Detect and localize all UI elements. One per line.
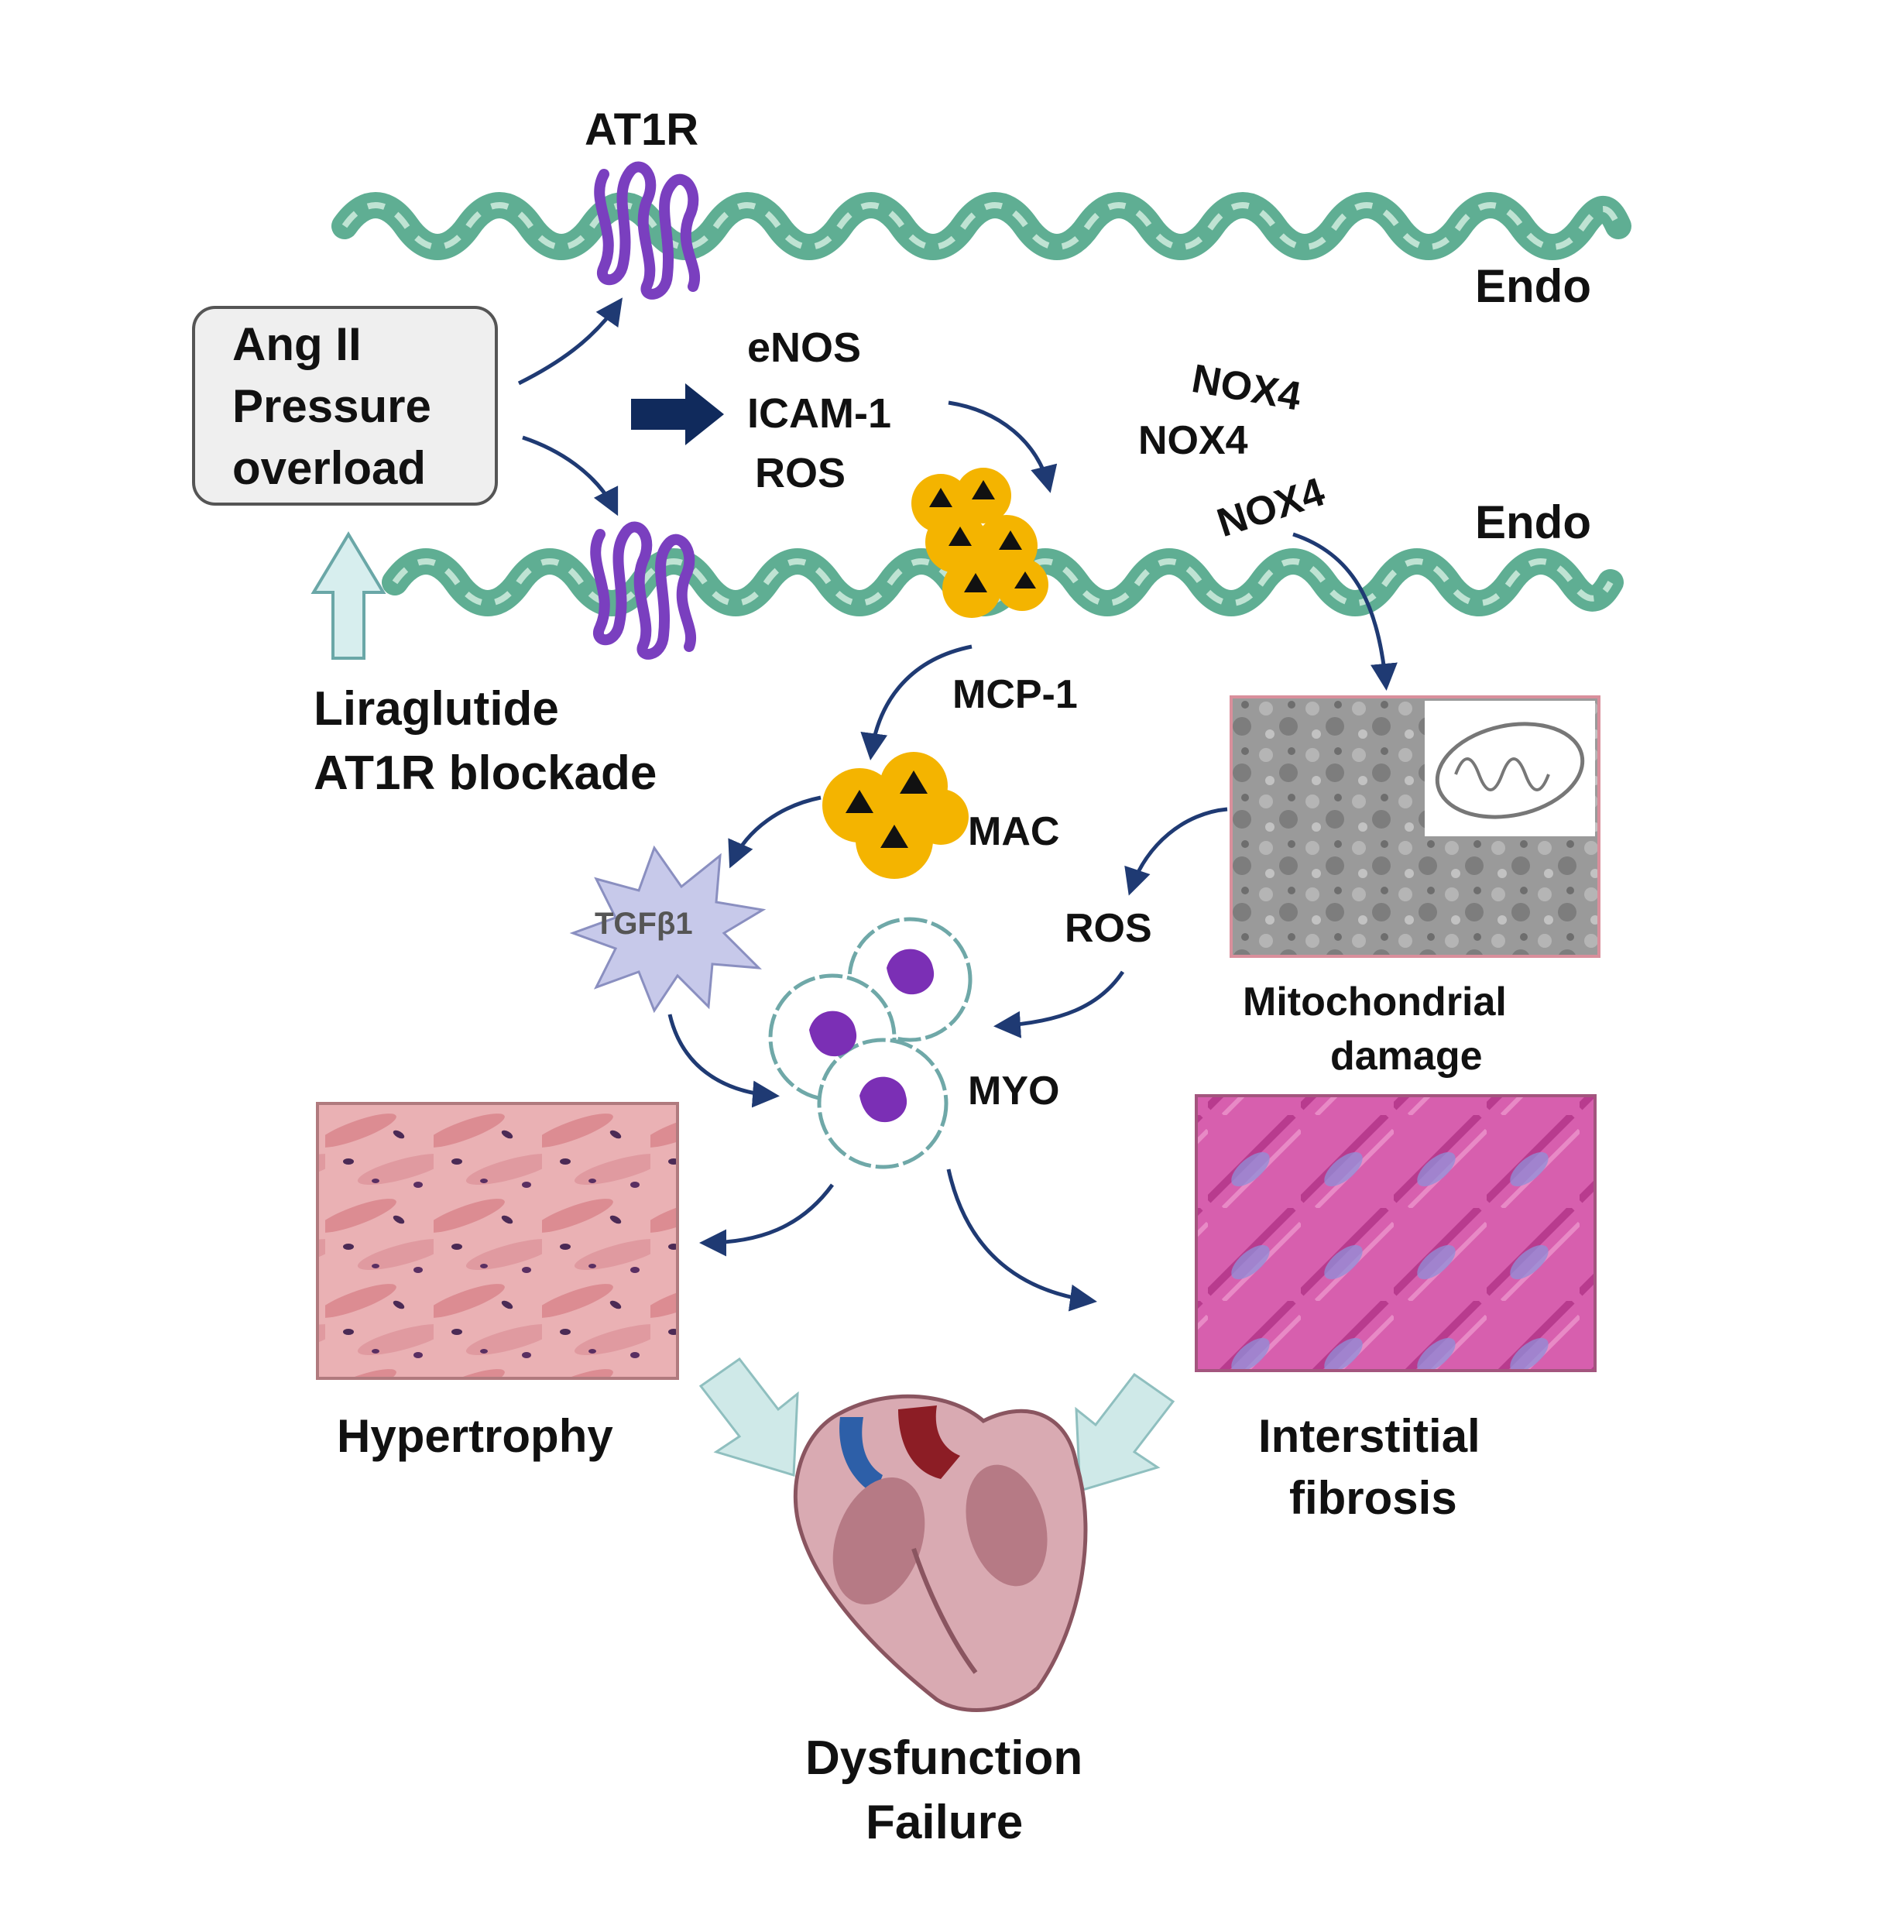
arrow-nox4-to-mitochondria — [1292, 532, 1398, 691]
arrow-fibrosis-to-heart — [1075, 1372, 1175, 1492]
arrow-hypertrophy-to-heart — [698, 1357, 799, 1477]
macrophage-cluster-endo — [911, 468, 1048, 618]
at1r-receptor-top — [594, 161, 700, 300]
stimulus-line-2: Pressure — [232, 380, 431, 432]
nox4-label-b: NOX4 — [1138, 418, 1248, 463]
at1r-receptor-middle — [590, 521, 696, 660]
block-arrow-stimulus — [631, 383, 724, 445]
endo-label-middle: Endo — [1475, 496, 1591, 548]
stimulus-box — [192, 306, 498, 506]
arrow-tgfb1-to-myo — [667, 1014, 780, 1108]
heart-illustration — [793, 1394, 1088, 1712]
myo-label: MYO — [968, 1069, 1060, 1114]
hypertrophy-label: Hypertrophy — [337, 1410, 613, 1462]
fibrosis-histology — [1195, 1094, 1597, 1372]
hypertrophy-histology — [316, 1102, 679, 1380]
macrophage-cluster — [822, 752, 969, 879]
arrow-ros-to-myo — [993, 970, 1125, 1038]
ros-label-top: ROS — [755, 450, 846, 496]
endothelium-membrane-top — [331, 192, 1631, 260]
stimulus-line-1: Ang II — [232, 318, 362, 370]
stimulus-line-3: overload — [232, 442, 427, 494]
at1r-label: AT1R — [585, 105, 699, 155]
tgfb1-burst — [569, 845, 767, 1014]
mitochondrial-damage-line-1: Mitochondrial — [1243, 980, 1507, 1024]
arrow-stimulus-to-at1r-top — [517, 297, 623, 386]
fibrosis-line-2: fibrosis — [1289, 1472, 1457, 1524]
arrow-endo-to-mac — [860, 644, 973, 760]
endo-label-top: Endo — [1475, 260, 1591, 312]
outcome-line-2: Failure — [866, 1796, 1024, 1849]
ros-label-middle: ROS — [1065, 906, 1152, 951]
arrow-myo-to-fibrosis — [946, 1168, 1097, 1312]
arrow-mito-to-ros — [1124, 807, 1228, 896]
treatment-line-1: Liraglutide — [314, 682, 559, 736]
enos-label: eNOS — [747, 324, 862, 371]
tgfb1-label: TGFβ1 — [595, 907, 693, 941]
myocyte-cluster — [768, 917, 973, 1169]
icam1-label: ICAM-1 — [747, 390, 891, 437]
mcp1-label: MCP-1 — [952, 672, 1078, 717]
outcome-line-1: Dysfunction — [805, 1731, 1083, 1785]
fibrosis-line-1: Interstitial — [1258, 1410, 1480, 1462]
mitochondrial-damage-line-2: damage — [1330, 1034, 1483, 1079]
arrow-enos-to-macrophage — [948, 400, 1058, 493]
arrow-mac-to-tgfb1 — [728, 795, 822, 869]
mitochondria-micrograph — [1230, 695, 1600, 958]
treatment-up-arrow-shape — [310, 531, 386, 660]
treatment-line-2: AT1R blockade — [314, 746, 657, 800]
arrow-myo-to-hypertrophy — [699, 1183, 835, 1257]
mac-label: MAC — [968, 809, 1060, 854]
arrow-stimulus-to-at1r-middle — [522, 435, 619, 516]
